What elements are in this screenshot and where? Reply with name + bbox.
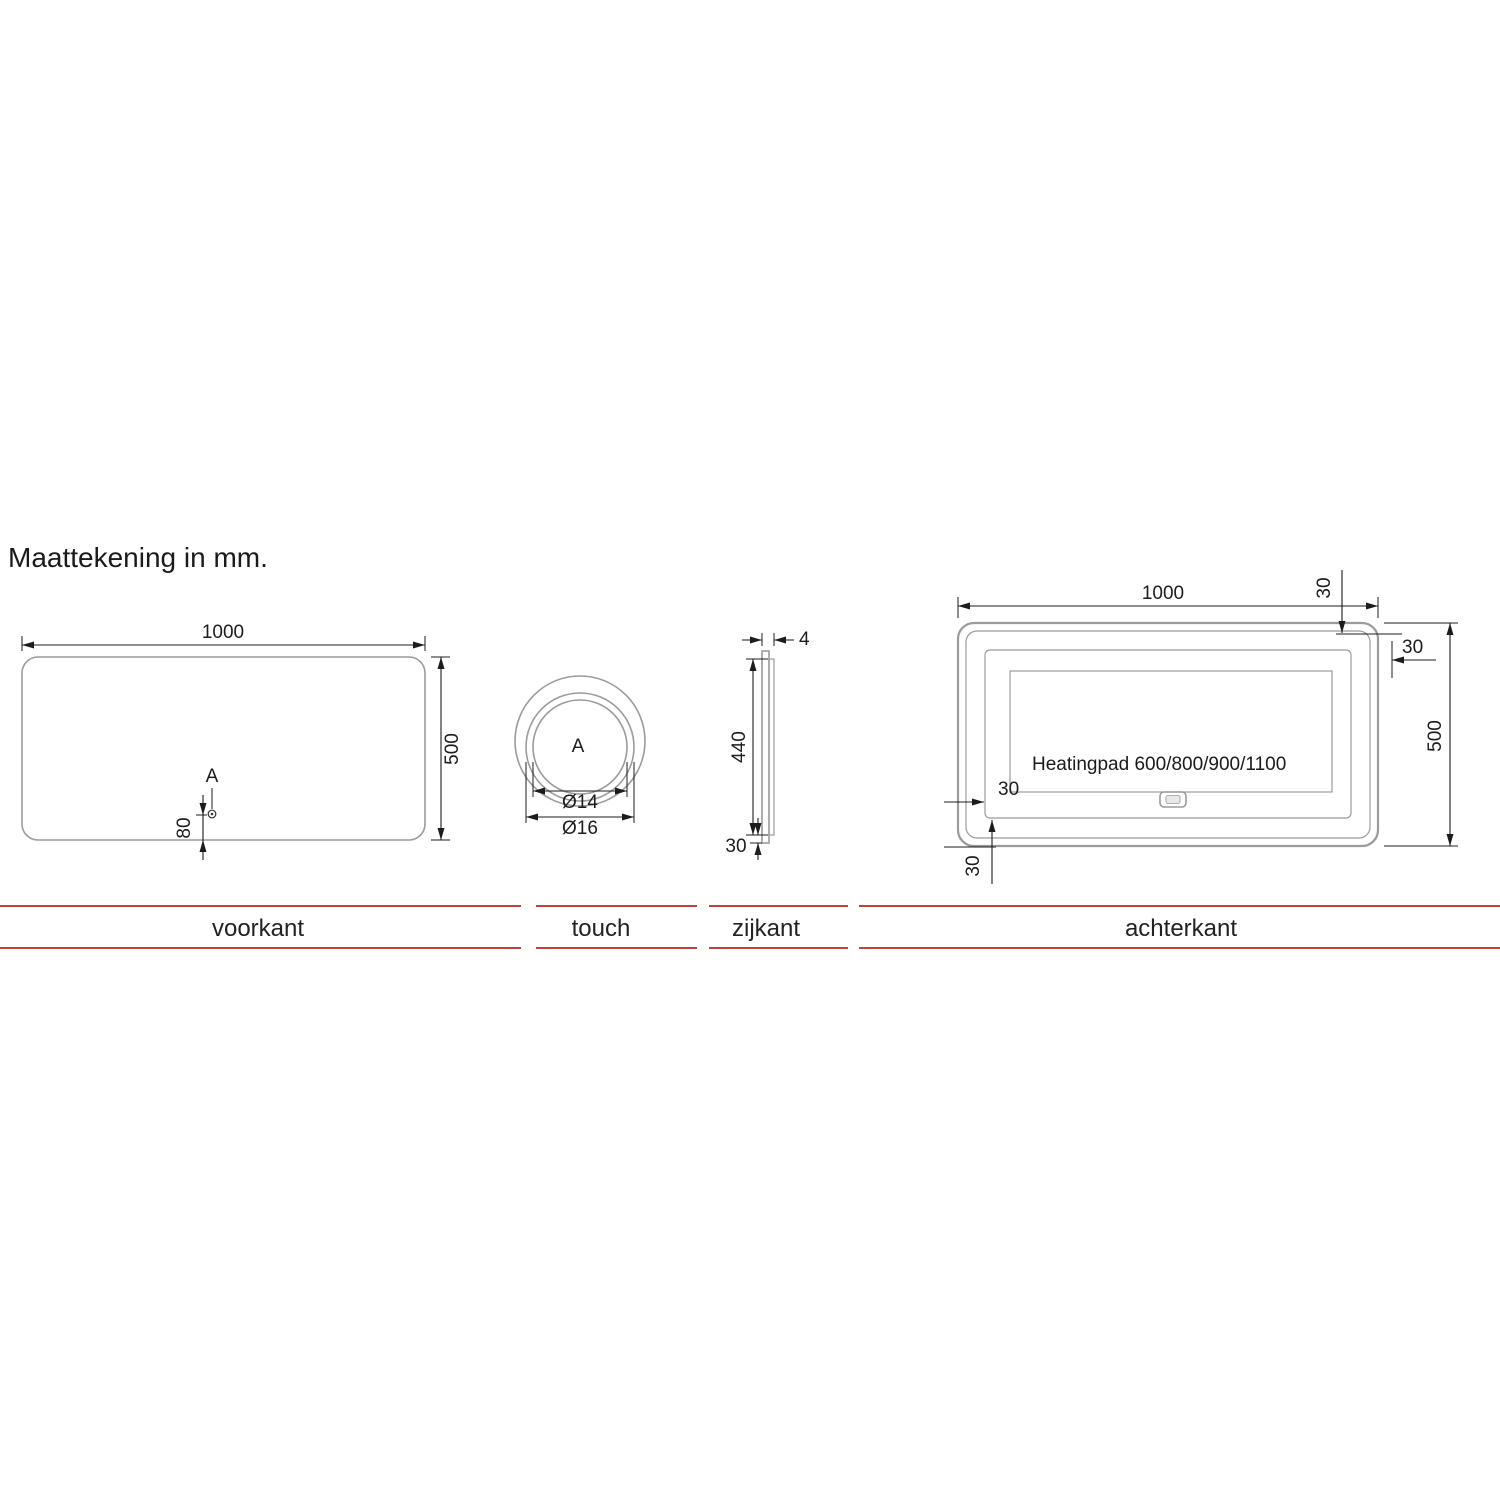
back-top-inset-value: 30 [1314,577,1335,598]
front-height-value: 500 [442,733,463,765]
back-width-value: 1000 [1142,583,1184,604]
section-label-touch: touch [572,915,631,942]
side-glass-outline [761,650,770,844]
back-led-channel-outline [984,649,1352,819]
touch-d16-value: Ø16 [562,818,598,839]
front-view: 1000 500 A 80 [21,622,463,860]
side-view: 4 440 30 [725,629,810,860]
section-label-back: achterkant [1125,915,1237,942]
back-height-value: 500 [1425,720,1446,752]
heatingpad-label: Heatingpad 600/800/900/1100 [1032,754,1286,775]
back-left-inset-value: 30 [998,779,1019,800]
back-frame-outline [965,630,1371,839]
back-view: Heatingpad 600/800/900/1100 1000 30 30 5… [944,570,1458,884]
section-label-front: voorkant [212,915,304,942]
drawing-title: Maattekening in mm. [8,542,268,573]
front-sensor-core [210,812,214,816]
section-label-side: zijkant [732,915,800,942]
side-offset-value: 30 [725,836,746,857]
touch-sensor-label: A [572,736,585,757]
side-strip-value: 440 [729,731,750,763]
touch-outer-circle [525,692,635,802]
back-sensor-housing [1159,791,1187,808]
front-width-value: 1000 [202,622,244,643]
front-offset-value: 80 [174,817,195,838]
front-mirror-outline [21,656,426,841]
touch-d14-value: Ø14 [562,792,598,813]
section-band: voorkant touch zijkant achterkant [0,905,1500,949]
side-backing-outline [768,658,775,836]
back-right-inset-value: 30 [1402,637,1423,658]
back-sensor-window [1165,795,1181,804]
front-sensor-label: A [206,766,219,787]
side-thickness-value: 4 [799,629,810,650]
back-bottom-inset-value: 30 [963,855,984,876]
touch-view: A Ø14 Ø16 [514,675,646,839]
touch-glow-circle [514,675,646,807]
back-outer-outline [956,621,1380,848]
